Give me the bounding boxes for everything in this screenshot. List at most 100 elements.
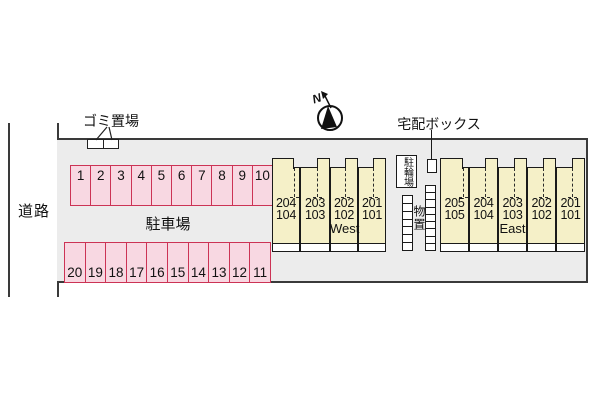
parking-stall-number: 7	[198, 168, 206, 183]
unit-number-lower: 101	[362, 208, 382, 222]
parking-stall: 7	[191, 166, 211, 205]
parking-stall: 11	[249, 243, 270, 282]
unit-number-lower: 102	[334, 208, 354, 222]
parking-stall: 20	[65, 243, 85, 282]
parking-lot-label: 駐車場	[145, 216, 191, 233]
garbage-area-label: ゴミ置場	[83, 113, 139, 129]
delivery-box-pointer-line	[431, 130, 432, 159]
garbage-area-box	[87, 139, 119, 149]
unit-body	[469, 167, 498, 244]
unit-dashed-divider	[345, 168, 346, 197]
unit-dashed-foot	[459, 197, 468, 198]
unit-body	[527, 167, 556, 244]
unit-body	[330, 167, 358, 244]
parking-stall: 10	[251, 166, 272, 205]
rack-cell	[426, 206, 435, 214]
unit-dashed-foot	[510, 197, 519, 198]
road-label: 道路	[17, 203, 50, 220]
parking-stall: 3	[110, 166, 130, 205]
parking-stall-number: 9	[238, 168, 246, 183]
unit-body	[300, 167, 330, 244]
garbage-box-divider	[103, 140, 104, 148]
unit-number-upper: 204	[473, 196, 494, 210]
parking-stall: 6	[171, 166, 191, 205]
parking-stall: 13	[208, 243, 229, 282]
unit-number-lower: 103	[305, 208, 325, 222]
unit-roof-tab	[440, 158, 463, 169]
unit-dashed-foot	[341, 197, 350, 198]
parking-stall-number: 19	[87, 265, 103, 280]
parking-stall-number: 6	[177, 168, 186, 183]
unit-number-lower: 104	[276, 208, 296, 222]
parking-stall: 2	[90, 166, 110, 205]
unit-body	[498, 167, 527, 244]
rack-cell	[426, 192, 435, 199]
unit-dashed-divider	[463, 168, 464, 197]
unit-dashed-divider	[294, 168, 295, 197]
unit-number-lower: 103	[502, 208, 523, 222]
parking-stall-number: 15	[170, 265, 186, 280]
parking-stall-number: 16	[149, 265, 165, 280]
building-name-label: West	[330, 221, 360, 236]
parking-stall: 18	[105, 243, 126, 282]
rack-cell	[403, 242, 412, 250]
unit-roof-tab	[485, 158, 498, 169]
parking-stall: 8	[211, 166, 231, 205]
unit-number-upper: 201	[560, 196, 581, 210]
unit-roof-tab	[373, 158, 386, 169]
unit-roof-tab	[345, 158, 358, 169]
unit-number-lower: 105	[444, 208, 465, 222]
parking-stall-number: 11	[253, 265, 268, 280]
parking-stall: 1	[71, 166, 90, 205]
unit-body	[556, 167, 585, 244]
parking-stall-number: 3	[117, 168, 125, 183]
rack-cell	[403, 210, 412, 219]
parking-stall: 5	[150, 166, 171, 205]
parking-stall-number: 1	[76, 168, 85, 183]
rack-cell	[403, 202, 412, 211]
parking-stall: 15	[166, 243, 188, 282]
bike-rack-right	[425, 185, 436, 251]
parking-stall-number: 4	[137, 168, 145, 183]
bike-rack-left	[402, 195, 413, 251]
unit-dashed-divider	[373, 168, 374, 197]
delivery-box-label: 宅配ボックス	[397, 116, 481, 132]
rack-cell	[426, 235, 435, 243]
parking-stall: 17	[125, 243, 147, 282]
compass-circle	[317, 105, 343, 131]
rack-cell	[426, 221, 435, 228]
parking-stall: 12	[228, 243, 250, 282]
unit-number-upper: 203	[502, 196, 523, 210]
unit-roof-tab	[543, 158, 556, 169]
parking-stall-number: 20	[67, 265, 83, 280]
parking-stall-number: 18	[108, 265, 124, 280]
rack-cell	[426, 199, 435, 206]
parking-stall-number: 10	[254, 168, 270, 183]
parking-stall-number: 2	[97, 168, 105, 183]
unit-dashed-foot	[313, 197, 322, 198]
bicycle-parking-label: 駐輪場	[401, 156, 413, 187]
unit-roof-tab	[514, 158, 527, 169]
unit-roof-tab	[572, 158, 585, 169]
unit-dashed-divider	[543, 168, 544, 197]
unit-number-lower: 102	[531, 208, 552, 222]
rack-cell	[426, 213, 435, 221]
unit-number-lower: 104	[473, 208, 494, 222]
unit-roof-tab	[317, 158, 330, 169]
rack-cell	[403, 196, 412, 203]
parking-stall: 9	[231, 166, 252, 205]
rack-cell	[403, 218, 412, 227]
parking-stall-number: 17	[129, 265, 145, 280]
rack-cell	[426, 228, 435, 235]
parking-stall: 16	[146, 243, 167, 282]
unit-dashed-divider	[514, 168, 515, 197]
